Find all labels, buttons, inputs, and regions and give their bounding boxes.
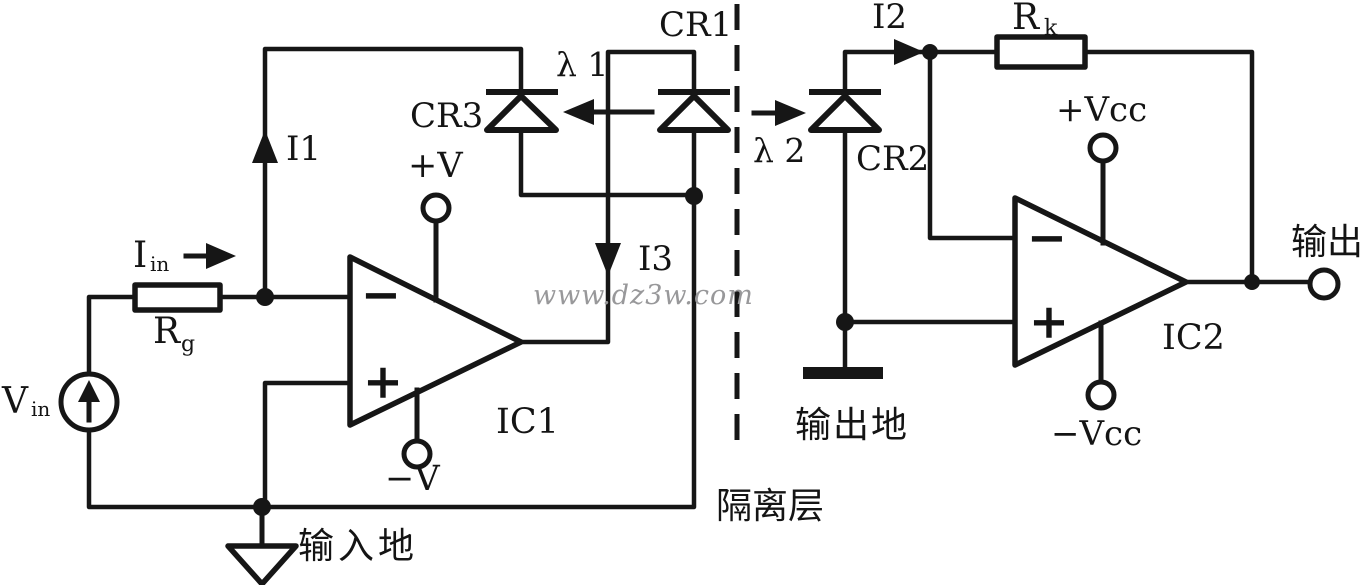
output-stage: I2 R k CR2 − + IC2 +Vcc −Vcc 输出地 输出 — [795, 0, 1363, 454]
cr1-triangle — [657, 93, 731, 133]
ic2-minus-input-sign: − — [1027, 210, 1067, 266]
ic2-neg-supply-terminal — [1085, 379, 1117, 411]
ic1-output-to-cr1-wire — [517, 49, 697, 345]
iin-arrow-head — [206, 243, 236, 269]
rg-label-subscript: g — [181, 332, 195, 357]
vin-label: V — [1, 381, 29, 422]
i3-arrow-head — [595, 243, 621, 276]
rk-label: R — [1012, 0, 1040, 38]
ic2-label: IC2 — [1162, 318, 1225, 358]
rg-resistor-symbol — [132, 282, 223, 313]
junction-dot-input-ground — [253, 498, 271, 516]
lambda2-label: λ 2 — [753, 131, 805, 170]
iin-current-arrow — [183, 243, 236, 269]
i2-label: I2 — [872, 0, 907, 37]
output-terminal — [1307, 267, 1341, 301]
i1-label: I1 — [286, 129, 321, 169]
cr2-to-node-wire — [842, 49, 933, 95]
cr3-anode-wire — [518, 127, 697, 198]
isolation-layer-label: 隔离层 — [716, 486, 824, 527]
input-ground-triangle — [225, 543, 299, 585]
input-ground-label: 输入地 — [298, 526, 418, 567]
i2-arrow-head — [894, 39, 924, 65]
ic2-plus-input-sign: + — [1029, 294, 1069, 350]
cr3-photodiode-symbol — [484, 89, 559, 133]
lambda1-label: λ 1 — [556, 45, 608, 84]
ic2-neg-supply-label: −Vcc — [1051, 414, 1142, 454]
lambda1-light-arrow — [563, 99, 655, 125]
ic1-neg-supply-terminal — [401, 438, 433, 470]
rk-label-subscript: k — [1044, 16, 1058, 41]
cr2-label: CR2 — [856, 139, 929, 179]
ic2-pos-supply-label: +Vcc — [1056, 90, 1147, 130]
junction-dot-i2-node — [922, 44, 938, 60]
cr2-photodiode-symbol — [808, 89, 882, 133]
input-ground-rail-wire — [86, 193, 697, 510]
junction-dot-output-ground — [836, 313, 854, 331]
ic1-minus-input-sign: − — [361, 267, 401, 323]
cr2-triangle — [808, 93, 882, 133]
iin-label-subscript: in — [150, 252, 169, 276]
ic1-plus-input-sign: + — [363, 354, 403, 410]
ic2-pos-supply-terminal — [1087, 132, 1119, 164]
ic1-neg-supply-label: −V — [385, 459, 440, 499]
i1-arrow-head — [252, 130, 278, 163]
iin-label: I — [133, 235, 147, 276]
input-ground-symbol — [225, 504, 299, 585]
cr3-triangle — [484, 93, 559, 133]
input-stage: V in I in R g I1 I3 − + IC1 +V −V — [1, 46, 703, 585]
output-ground-label: 输出地 — [795, 405, 909, 446]
cr3-label: CR3 — [410, 96, 483, 136]
ic1-pos-supply-label: +V — [408, 146, 463, 186]
junction-dot-diode-node — [685, 187, 703, 205]
rk-feedback-wire — [1082, 49, 1255, 285]
i1-feedback-wire — [262, 46, 524, 300]
ic1-pos-supply-terminal — [420, 192, 452, 224]
lambda2-light-arrow — [751, 100, 806, 126]
lambda1-arrow-head — [563, 99, 594, 125]
watermark-text: www.dz3w.com — [533, 280, 754, 311]
ic1-plus-to-ground-wire — [262, 380, 353, 510]
lambda2-arrow-head — [775, 100, 806, 126]
rk-resistor-symbol — [994, 34, 1088, 70]
junction-dot-output-node — [1244, 274, 1260, 290]
vin-arrow-head — [78, 380, 100, 402]
junction-dot-inverting-node — [256, 288, 274, 306]
vin-current-source-symbol — [58, 371, 120, 433]
i3-label: I3 — [638, 239, 673, 279]
isolation-barrier: 隔离层 CR1 λ 1 λ 2 — [556, 4, 824, 527]
node-to-ic2-minus-wire — [927, 49, 1018, 241]
cr1-led-symbol — [657, 89, 731, 133]
ic1-label: IC1 — [496, 402, 559, 442]
vin-label-subscript: in — [31, 397, 50, 421]
cr1-label: CR1 — [659, 5, 732, 45]
vin-to-rg-wire — [86, 294, 138, 377]
output-label: 输出 — [1291, 222, 1363, 263]
rg-label: R — [153, 311, 181, 352]
